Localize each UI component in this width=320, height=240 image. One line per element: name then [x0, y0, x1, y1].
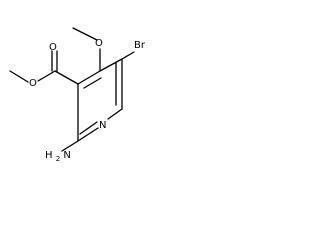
- bond-c3-c4-inner: [83, 77, 102, 89]
- amine-hydrogen: H: [45, 150, 53, 161]
- bond-c3-c4: [77, 70, 101, 85]
- bond-c4-c5: [99, 58, 123, 72]
- bond-o-ch3-methoxy: [72, 27, 98, 41]
- atom-label-ring-nitrogen: N: [99, 120, 106, 131]
- atom-labels: Br N O O O H 2 N: [29, 38, 146, 164]
- atom-label-ester-oxygen: O: [29, 78, 37, 89]
- atom-label-bromine: Br: [134, 40, 146, 51]
- atom-label-carbonyl-oxygen: O: [49, 42, 57, 53]
- bond-carbonyl-o-ether: [37, 70, 56, 82]
- bond-n1-c2: [77, 127, 99, 142]
- atom-label-amine: H 2 N: [45, 150, 71, 164]
- bond-c2-nh2: [61, 140, 79, 152]
- bond-c6-n1: [107, 108, 123, 120]
- atom-label-methoxy-oxygen: O: [95, 38, 103, 49]
- bond-c3-carbonyl: [54, 70, 79, 85]
- amine-subscript: 2: [56, 155, 60, 163]
- bond-o-ch3-ester: [9, 70, 29, 83]
- molecule-structure: Br N O O O H 2 N: [9, 27, 146, 164]
- bonds: [9, 27, 135, 152]
- bond-n1-c2-inner: [79, 121, 98, 135]
- bond-c5-br: [121, 51, 135, 60]
- amine-nitrogen: N: [63, 150, 70, 161]
